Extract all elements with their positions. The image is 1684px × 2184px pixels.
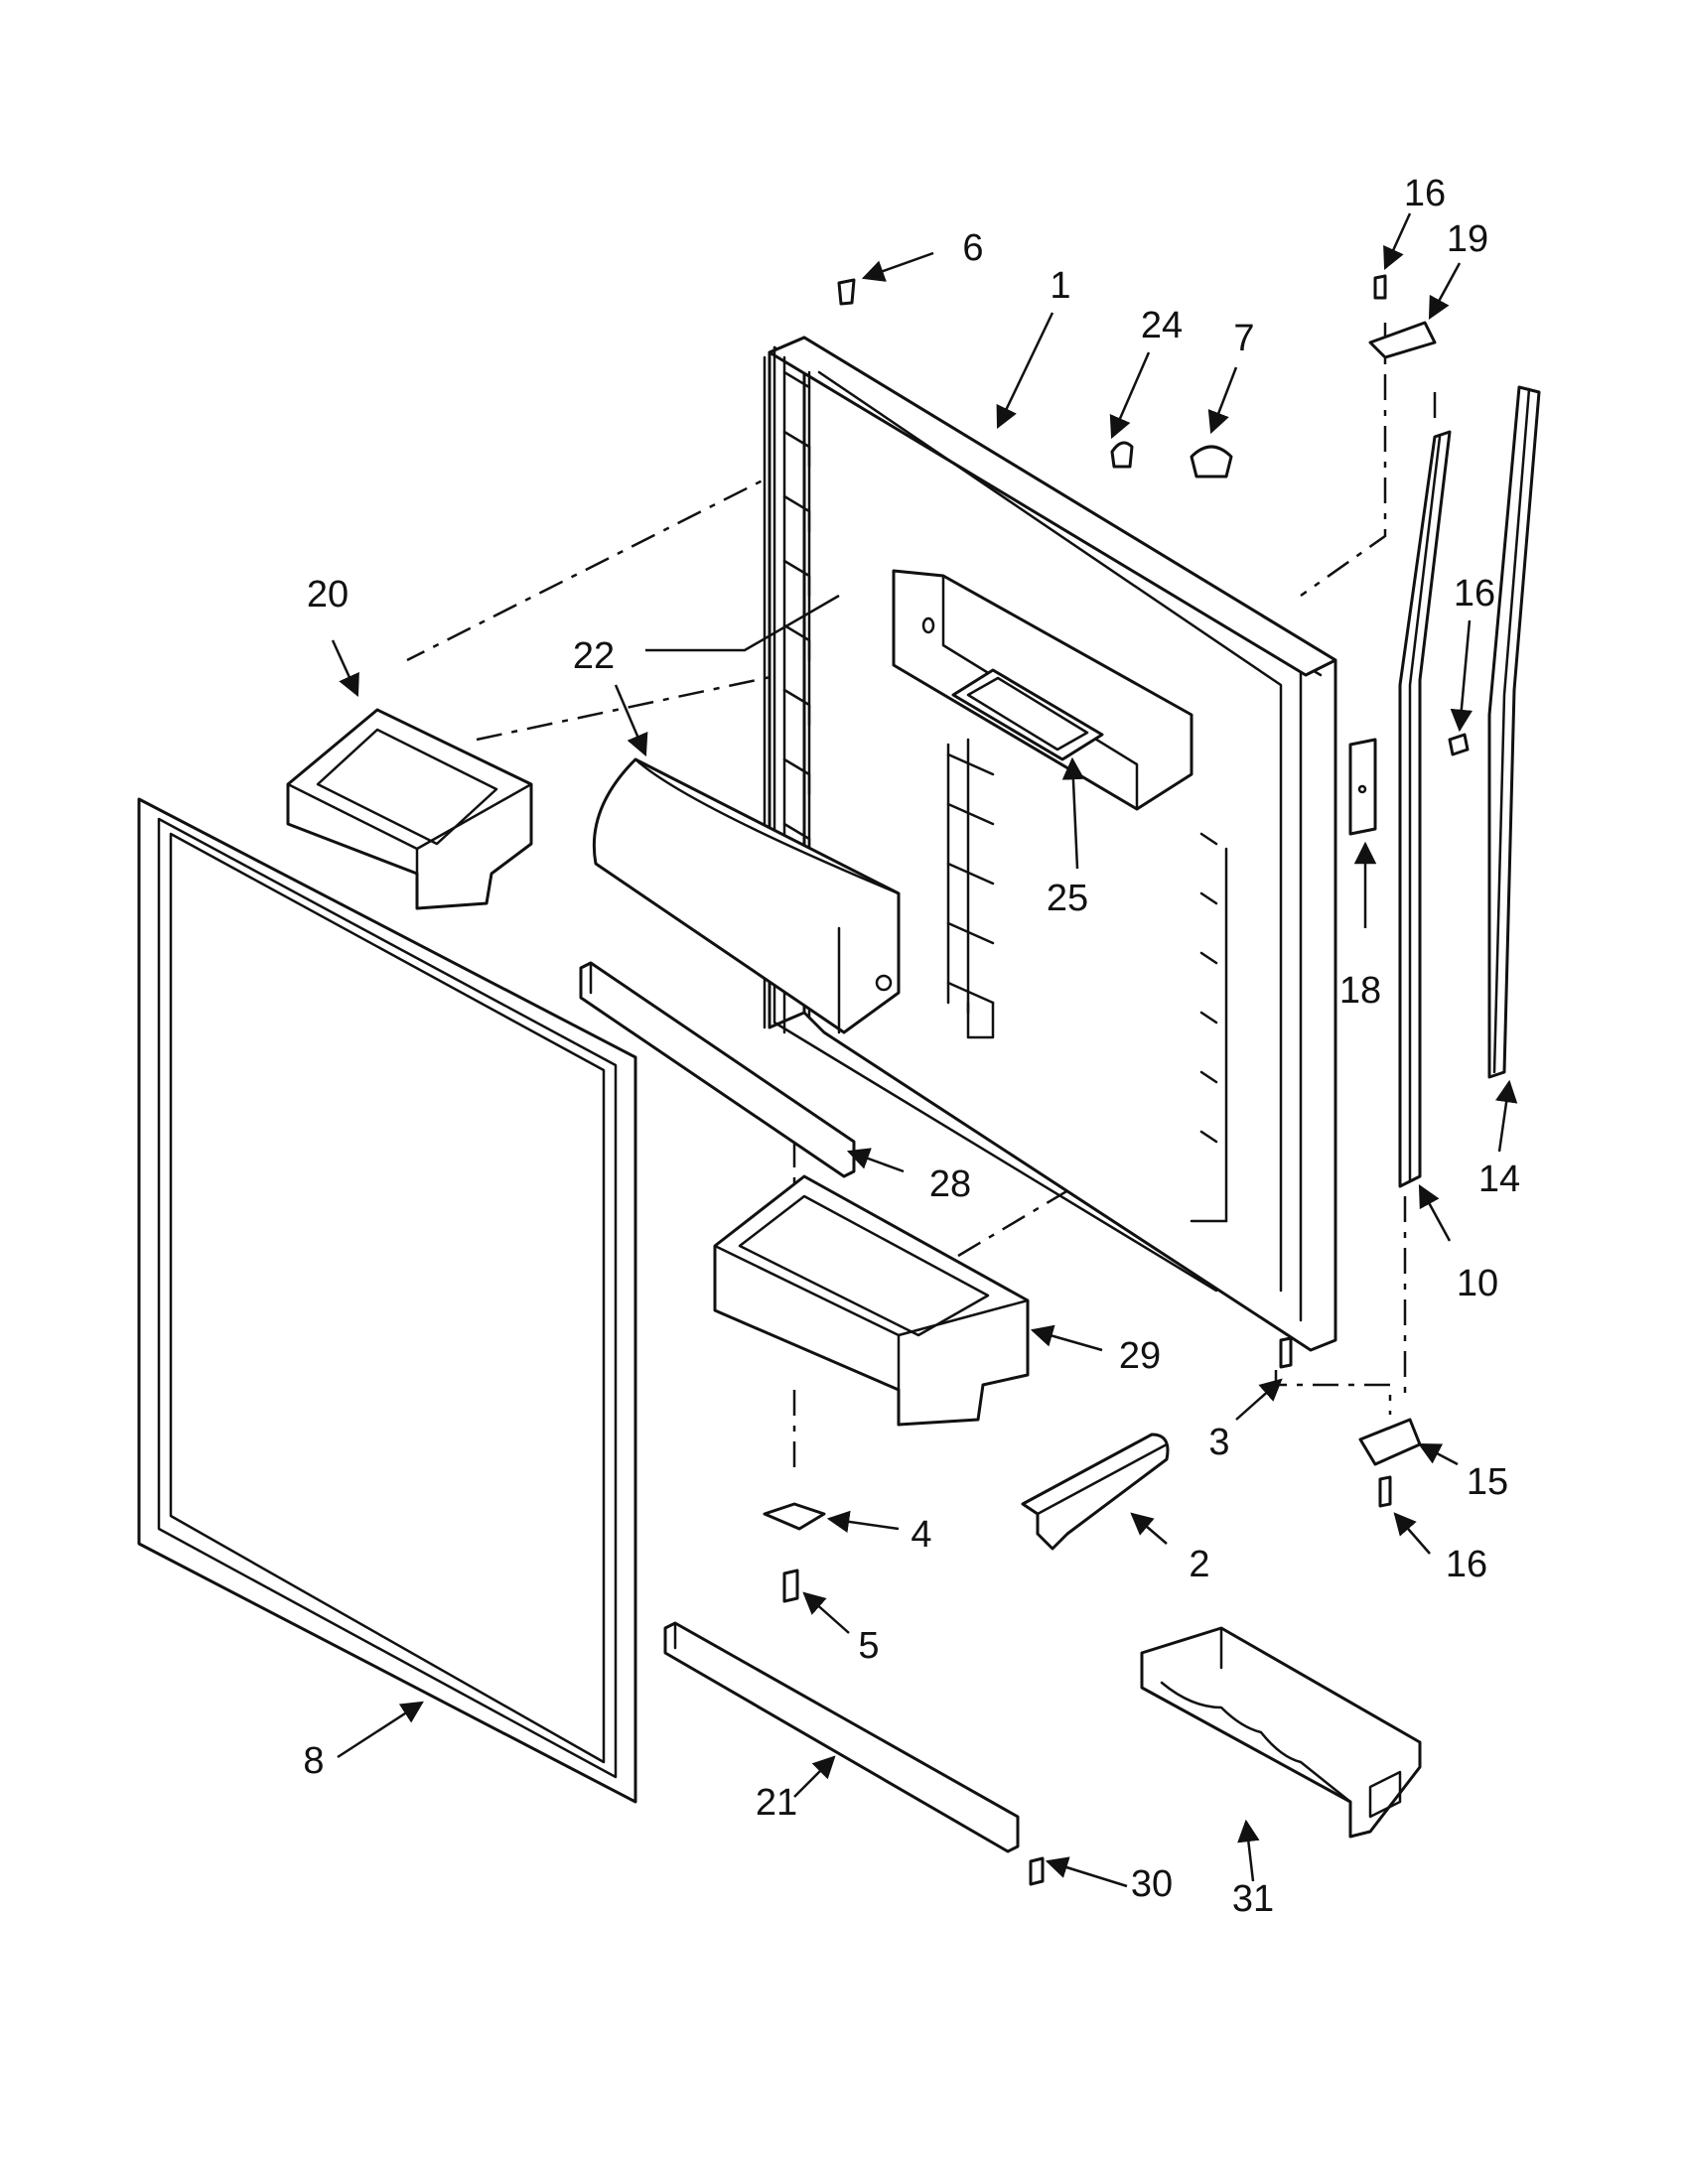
callout-19: 19 bbox=[1447, 218, 1488, 260]
hinge-bracket bbox=[1348, 738, 1377, 836]
hardware bbox=[763, 274, 1470, 1886]
callout-16-top: 16 bbox=[1404, 173, 1446, 214]
callout-28: 28 bbox=[929, 1163, 971, 1205]
small-door-bin bbox=[286, 708, 533, 910]
callout-10: 10 bbox=[1457, 1263, 1498, 1304]
callout-21: 21 bbox=[756, 1782, 797, 1824]
hinge-15 bbox=[1358, 1418, 1422, 1466]
egg-tray bbox=[1140, 1626, 1422, 1839]
callout-5: 5 bbox=[858, 1625, 879, 1667]
callout-18: 18 bbox=[1339, 970, 1381, 1012]
plug-7 bbox=[1190, 445, 1233, 478]
callout-1: 1 bbox=[1050, 265, 1070, 307]
hinge-side-strip bbox=[1398, 430, 1452, 1188]
screw-3 bbox=[1279, 1336, 1293, 1369]
callout-30: 30 bbox=[1131, 1863, 1173, 1905]
callout-7: 7 bbox=[1233, 318, 1254, 359]
callout-31: 31 bbox=[1232, 1878, 1274, 1920]
callout-22: 22 bbox=[573, 635, 615, 677]
screw-6 bbox=[837, 278, 856, 306]
callout-2: 2 bbox=[1189, 1544, 1209, 1585]
callout-20: 20 bbox=[307, 574, 349, 615]
screw-16-top bbox=[1373, 274, 1387, 300]
callout-25: 25 bbox=[1047, 878, 1088, 919]
callout-8: 8 bbox=[303, 1740, 324, 1782]
screw-5 bbox=[782, 1569, 799, 1603]
leader-lines bbox=[331, 212, 1518, 1888]
door-trim-strip bbox=[1487, 385, 1541, 1079]
large-door-bin bbox=[713, 1174, 1030, 1427]
hinge-4 bbox=[763, 1502, 826, 1531]
hinge-19 bbox=[1368, 321, 1437, 359]
callout-6: 6 bbox=[962, 227, 983, 269]
callout-14: 14 bbox=[1478, 1159, 1520, 1200]
cap-24 bbox=[1110, 441, 1134, 469]
callout-16-mid: 16 bbox=[1454, 573, 1495, 614]
screw-16-mid bbox=[1448, 733, 1470, 756]
callout-29: 29 bbox=[1119, 1335, 1161, 1377]
shelf-trim bbox=[579, 961, 856, 1178]
dairy-door bbox=[592, 757, 901, 1034]
handle-cap bbox=[1021, 1433, 1170, 1551]
callout-4: 4 bbox=[911, 1514, 931, 1556]
door-liner bbox=[763, 336, 1337, 1352]
screw-16-bot bbox=[1378, 1475, 1392, 1508]
callout-15: 15 bbox=[1467, 1461, 1508, 1503]
callout-24: 24 bbox=[1141, 305, 1183, 346]
butter-tray bbox=[951, 668, 1104, 761]
door-gasket bbox=[137, 797, 637, 1804]
callout-3: 3 bbox=[1208, 1422, 1229, 1463]
clip-30 bbox=[1029, 1856, 1045, 1886]
callout-labels: 6 1 24 7 16 19 16 20 22 25 18 14 28 10 2… bbox=[303, 173, 1520, 1920]
callout-16-bot: 16 bbox=[1446, 1544, 1487, 1585]
bottom-trim bbox=[663, 1621, 1020, 1853]
